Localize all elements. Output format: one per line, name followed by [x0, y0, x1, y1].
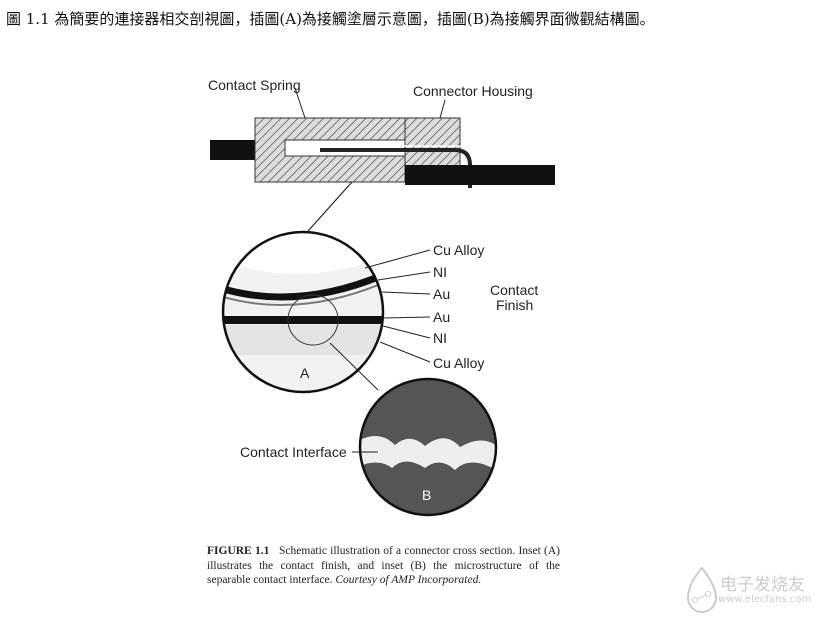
- inset-a-contact-finish: [223, 232, 383, 392]
- label-layer-ni-top: NI: [433, 264, 447, 280]
- label-inset-b: B: [422, 487, 431, 503]
- figure-caption: FIGURE 1.1 Schematic illustration of a c…: [207, 544, 560, 588]
- label-layer-au-bottom: Au: [433, 309, 450, 325]
- label-inset-a: A: [300, 365, 310, 381]
- label-contact-finish: Contact: [490, 282, 538, 298]
- watermark-name: 电子发烧友: [720, 575, 805, 595]
- inset-b-leader: [329, 342, 379, 391]
- label-layer-au-top: Au: [433, 286, 450, 302]
- caption-credit: Courtesy of AMP Incorporated.: [335, 574, 482, 586]
- caption-text: Schematic illustration of a connector cr…: [207, 545, 561, 586]
- inset-b-contact-interface: [360, 379, 496, 515]
- figure-number: FIGURE 1.1: [207, 545, 270, 557]
- layer-leader-lines: [364, 249, 431, 363]
- connector-body: [210, 87, 555, 241]
- watermark-logo-icon: [686, 566, 718, 613]
- label-contact-interface: Contact Interface: [240, 444, 347, 460]
- watermark-url: www.elecfans.com: [718, 594, 812, 605]
- label-contact-finish-2: Finish: [496, 297, 533, 313]
- label-connector-housing: Connector Housing: [413, 83, 533, 99]
- intro-text: 圖 1.1 為簡要的連接器相交剖視圖，插圖(A)為接觸塗層示意圖，插圖(B)為接…: [6, 10, 655, 28]
- label-layer-cu-alloy-bottom: Cu Alloy: [433, 355, 484, 371]
- label-layer-cu-alloy-top: Cu Alloy: [433, 242, 484, 258]
- label-contact-spring: Contact Spring: [208, 77, 301, 93]
- label-layer-ni-bottom: NI: [433, 330, 447, 346]
